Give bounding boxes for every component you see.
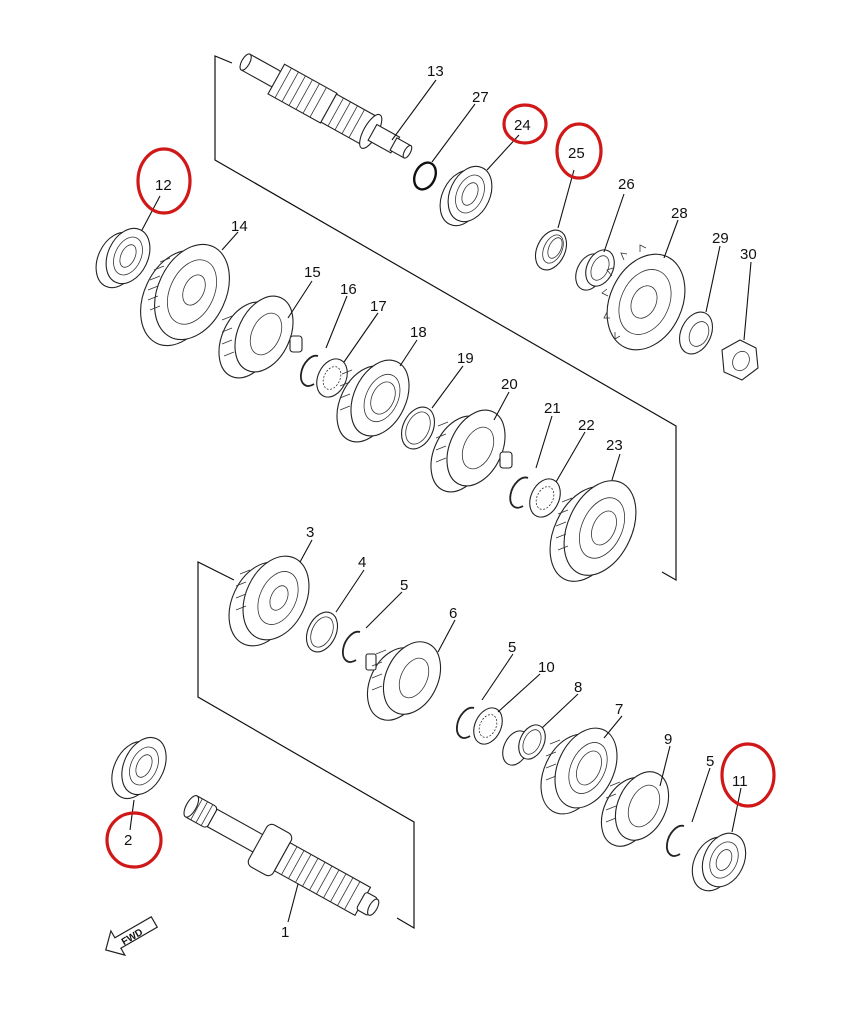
part-17-toothed-washer[interactable] (311, 354, 353, 402)
part-13-main-axle[interactable] (233, 44, 419, 170)
label-19: 19 (457, 350, 474, 367)
part-19-washer[interactable] (395, 402, 441, 455)
part-28-sprocket[interactable] (592, 241, 700, 362)
label-28: 28 (671, 205, 688, 222)
label-7: 7 (615, 701, 623, 718)
part-8-needle-bearing[interactable] (498, 721, 551, 770)
label-20: 20 (501, 376, 518, 393)
label-10: 10 (538, 659, 555, 676)
fwd-label: FWD (120, 927, 145, 948)
part-7-gear[interactable] (529, 718, 629, 824)
part-16-circlip[interactable] (300, 354, 319, 387)
part-10-toothed-washer[interactable] (468, 703, 508, 748)
part-5-circlip-a[interactable] (342, 630, 361, 663)
part-30-nut[interactable] (721, 339, 759, 381)
part-15-gear[interactable] (208, 287, 305, 387)
part-22-toothed-washer[interactable] (524, 474, 566, 522)
part-21-circlip[interactable] (509, 476, 529, 509)
highlight-circle-24 (502, 103, 548, 145)
label-24: 24 (514, 117, 531, 134)
part-11-bearing[interactable] (684, 826, 754, 898)
label-26: 26 (618, 176, 635, 193)
part-18-gear[interactable] (326, 351, 421, 451)
label-5c: 5 (706, 753, 714, 770)
label-12: 12 (155, 177, 172, 194)
label-11: 11 (732, 773, 748, 790)
part-4-washer[interactable] (300, 607, 343, 657)
label-1: 1 (281, 924, 289, 941)
highlight-circle-12 (136, 147, 192, 215)
label-14: 14 (231, 218, 248, 235)
part-27-o-ring[interactable] (410, 159, 440, 193)
part-20-gear[interactable] (420, 401, 517, 501)
part-2-bearing[interactable] (103, 730, 175, 805)
part-12-bearing[interactable] (88, 221, 159, 294)
label-30: 30 (740, 246, 757, 263)
label-15: 15 (304, 264, 321, 281)
label-29: 29 (712, 230, 729, 247)
part-23-gear[interactable] (536, 469, 650, 593)
part-1-drive-axle[interactable] (175, 783, 388, 930)
label-23: 23 (606, 437, 623, 454)
label-5a: 5 (400, 577, 408, 594)
upper-group-bracket (214, 55, 677, 582)
label-4: 4 (358, 554, 366, 571)
label-3: 3 (306, 524, 314, 541)
part-24-bearing[interactable] (432, 159, 501, 232)
label-6: 6 (449, 605, 457, 622)
part-5-circlip-c[interactable] (666, 824, 685, 857)
part-14-gear[interactable] (126, 232, 244, 357)
fwd-direction-badge: FWD (105, 915, 159, 957)
part-6-gear[interactable] (356, 633, 451, 730)
label-18: 18 (410, 324, 427, 341)
label-13: 13 (427, 63, 444, 80)
label-25: 25 (568, 145, 585, 162)
part-3-gear[interactable] (216, 545, 322, 656)
forward-arrow-icon (105, 915, 159, 957)
label-22: 22 (578, 417, 595, 434)
lower-group-bracket (197, 561, 415, 930)
part-26-collar[interactable] (570, 245, 620, 294)
part-9-gear[interactable] (591, 763, 679, 855)
label-5b: 5 (508, 639, 516, 656)
label-16: 16 (340, 281, 357, 298)
highlight-circle-2 (105, 811, 163, 869)
highlight-circle-25 (555, 122, 603, 180)
highlight-circle-11 (720, 742, 776, 808)
label-27: 27 (472, 89, 489, 106)
label-2: 2 (124, 832, 132, 849)
label-17: 17 (370, 298, 387, 315)
label-21: 21 (544, 400, 561, 417)
label-8: 8 (574, 679, 582, 696)
label-9: 9 (664, 731, 672, 748)
part-5-circlip-b[interactable] (456, 706, 475, 739)
part-29-lock-washer[interactable] (673, 307, 719, 360)
part-25-oil-seal[interactable] (529, 225, 572, 275)
